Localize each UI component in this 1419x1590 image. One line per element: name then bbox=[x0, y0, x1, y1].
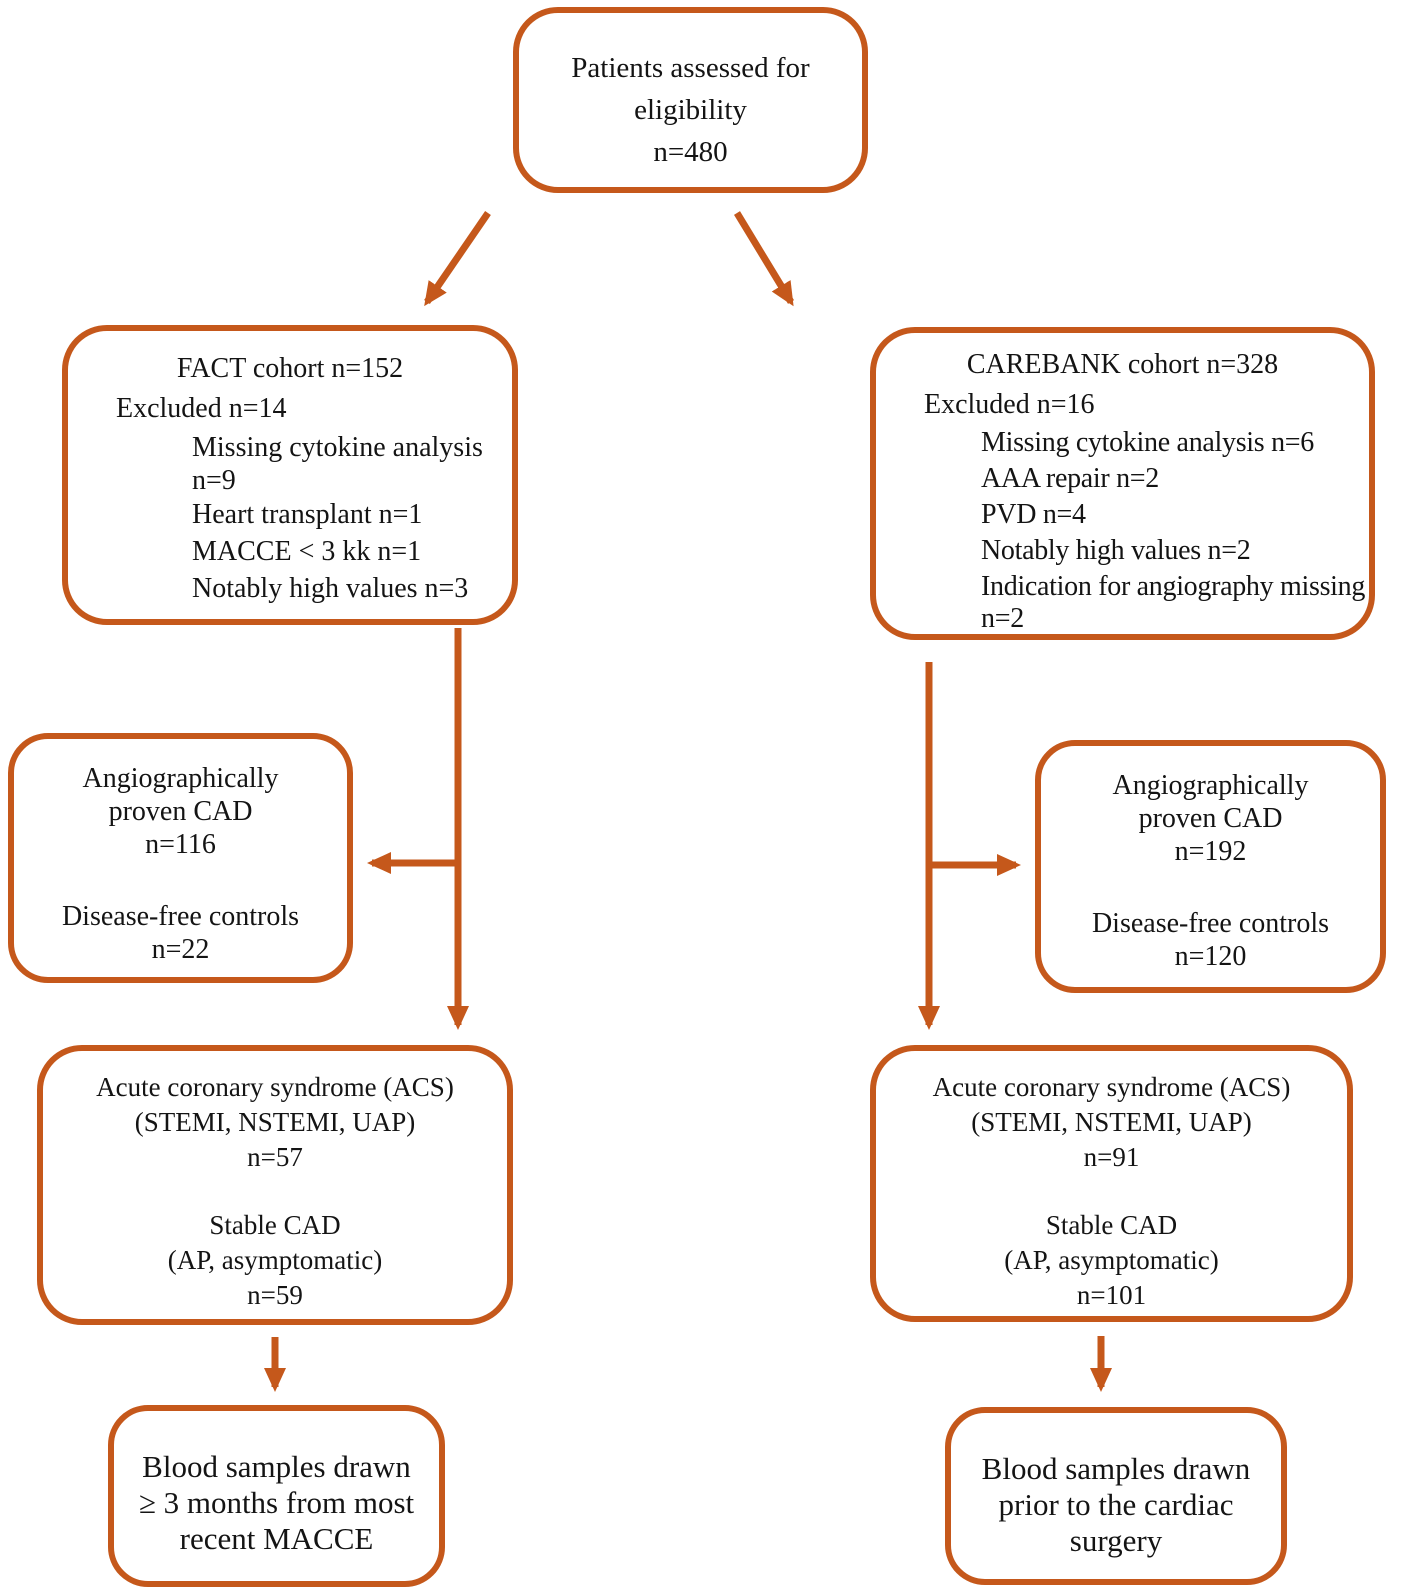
spacer bbox=[1041, 868, 1380, 907]
count-label: n=91 bbox=[1083, 1142, 1140, 1172]
box-line: Disease-free controls bbox=[1091, 908, 1330, 939]
exclusion-item: Heart transplant n=1 bbox=[192, 499, 423, 530]
arrow-eligibility-to-carebank bbox=[734, 211, 794, 307]
count-label: n=116 bbox=[145, 829, 216, 860]
count-label: n=192 bbox=[1174, 836, 1247, 867]
box-line: Stable CAD bbox=[1045, 1210, 1178, 1240]
count-label: n=59 bbox=[247, 1280, 303, 1310]
box-line: surgery bbox=[1069, 1523, 1163, 1558]
cad-controls-box-left: Angiographically proven CAD n=116 Diseas… bbox=[8, 733, 353, 983]
box-line: Angiographically bbox=[1112, 770, 1309, 801]
count-label: n=57 bbox=[247, 1142, 303, 1172]
blood-samples-box-left: Blood samples drawn ≥ 3 months from most… bbox=[108, 1405, 445, 1587]
spacer bbox=[876, 1175, 1347, 1208]
exclusion-item: PVD n=4 bbox=[981, 499, 1086, 530]
box-line: Stable CAD bbox=[209, 1210, 341, 1240]
box-line: eligibility bbox=[634, 94, 747, 126]
cohort-title: FACT cohort n=152 bbox=[176, 353, 404, 384]
box-line: (AP, asymptomatic) bbox=[1004, 1245, 1219, 1275]
box-line: prior to the cardiac bbox=[998, 1487, 1234, 1522]
box-line: proven CAD bbox=[108, 796, 253, 827]
acs-stable-box-left: Acute coronary syndrome (ACS) (STEMI, NS… bbox=[37, 1045, 513, 1325]
spacer bbox=[14, 861, 347, 900]
arrow-eligibility-to-fact bbox=[424, 211, 491, 307]
blood-samples-box-right: Blood samples drawn prior to the cardiac… bbox=[945, 1407, 1287, 1585]
count-label: n=101 bbox=[1076, 1280, 1147, 1310]
cad-controls-box-right: Angiographically proven CAD n=192 Diseas… bbox=[1035, 740, 1386, 993]
box-line: (AP, asymptomatic) bbox=[167, 1245, 383, 1275]
count-label: n=22 bbox=[151, 934, 210, 965]
box-line: Patients assessed for bbox=[571, 52, 810, 84]
exclusion-item: n=9 bbox=[192, 465, 236, 496]
eligibility-box: Patients assessed for eligibility n=480 bbox=[513, 7, 868, 193]
exclusion-item: Missing cytokine analysis bbox=[192, 432, 483, 463]
box-line: Blood samples drawn bbox=[142, 1449, 411, 1484]
box-line: Acute coronary syndrome (ACS) bbox=[96, 1072, 454, 1102]
exclusion-item: MACCE < 3 kk n=1 bbox=[192, 536, 422, 567]
excluded-label: Excluded n=16 bbox=[924, 389, 1095, 420]
count-label: n=480 bbox=[653, 136, 728, 168]
exclusion-item: AAA repair n=2 bbox=[981, 463, 1159, 494]
fact-cohort-box: FACT cohort n=152 Excluded n=14 Missing … bbox=[62, 325, 518, 625]
box-line: Disease-free controls bbox=[61, 901, 300, 932]
box-line: Blood samples drawn bbox=[981, 1451, 1251, 1486]
acs-stable-box-right: Acute coronary syndrome (ACS) (STEMI, NS… bbox=[870, 1045, 1353, 1322]
exclusion-item: n=2 bbox=[981, 603, 1024, 634]
excluded-label: Excluded n=14 bbox=[116, 393, 287, 424]
box-line: Angiographically bbox=[82, 763, 279, 794]
spacer bbox=[43, 1175, 507, 1208]
box-line: recent MACCE bbox=[179, 1521, 374, 1556]
exclusion-item: Missing cytokine analysis n=6 bbox=[981, 427, 1314, 458]
exclusion-item: Notably high values n=2 bbox=[981, 535, 1251, 566]
cohort-title: CAREBANK cohort n=328 bbox=[966, 349, 1279, 380]
carebank-cohort-box: CAREBANK cohort n=328 Excluded n=16 Miss… bbox=[870, 327, 1375, 640]
box-line: Acute coronary syndrome (ACS) bbox=[932, 1072, 1291, 1102]
box-line: ≥ 3 months from most bbox=[138, 1485, 415, 1520]
count-label: n=120 bbox=[1174, 941, 1247, 972]
exclusion-item: Indication for angiography missing bbox=[981, 571, 1366, 602]
box-line: (STEMI, NSTEMI, UAP) bbox=[134, 1107, 416, 1137]
exclusion-item: Notably high values n=3 bbox=[192, 573, 469, 604]
box-line: proven CAD bbox=[1138, 803, 1283, 834]
box-line: (STEMI, NSTEMI, UAP) bbox=[971, 1107, 1252, 1137]
